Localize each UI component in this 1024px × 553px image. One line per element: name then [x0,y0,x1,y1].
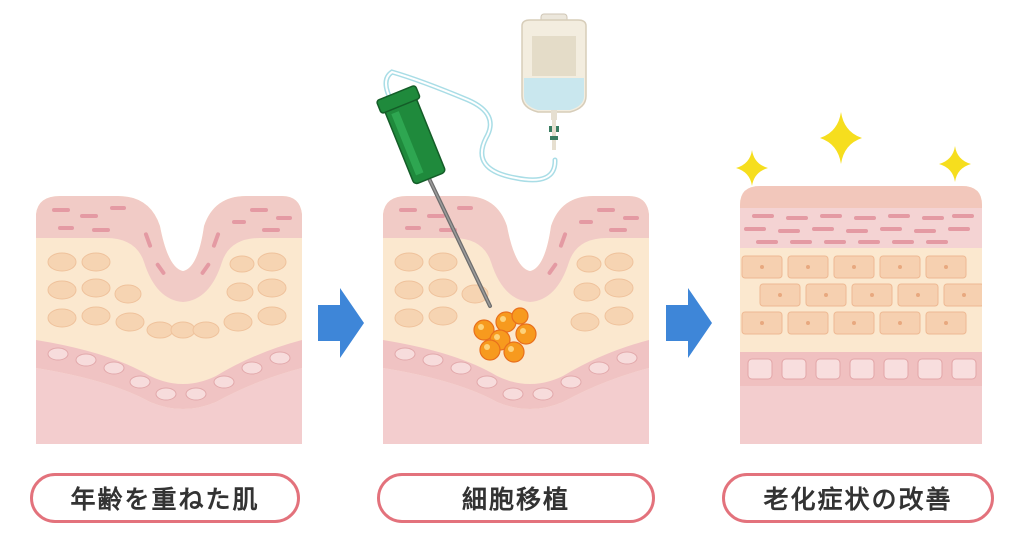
sparkle-icon [939,146,971,182]
syringe-icon [376,85,492,308]
label-aging-improvement-text: 老化症状の改善 [763,485,953,514]
label-cell-transplant: 細胞移植 [377,473,655,523]
sparkle-icon [736,150,768,186]
cell-transplant-illustration [376,13,649,444]
improved-skin-illustration [736,112,982,444]
label-aging-improvement: 老化症状の改善 [722,473,994,523]
sparkle-icon [820,112,862,164]
aged-skin-illustration [36,196,302,444]
cell-cluster-icon [473,307,537,363]
label-aged-skin: 年齢を重ねた肌 [30,473,300,523]
label-aged-skin-text: 年齢を重ねた肌 [70,485,260,514]
label-cell-transplant-text: 細胞移植 [461,485,570,514]
iv-drip-bag-icon [521,13,587,150]
arrow-right-icon [666,288,712,358]
arrow-right-icon [318,288,364,358]
